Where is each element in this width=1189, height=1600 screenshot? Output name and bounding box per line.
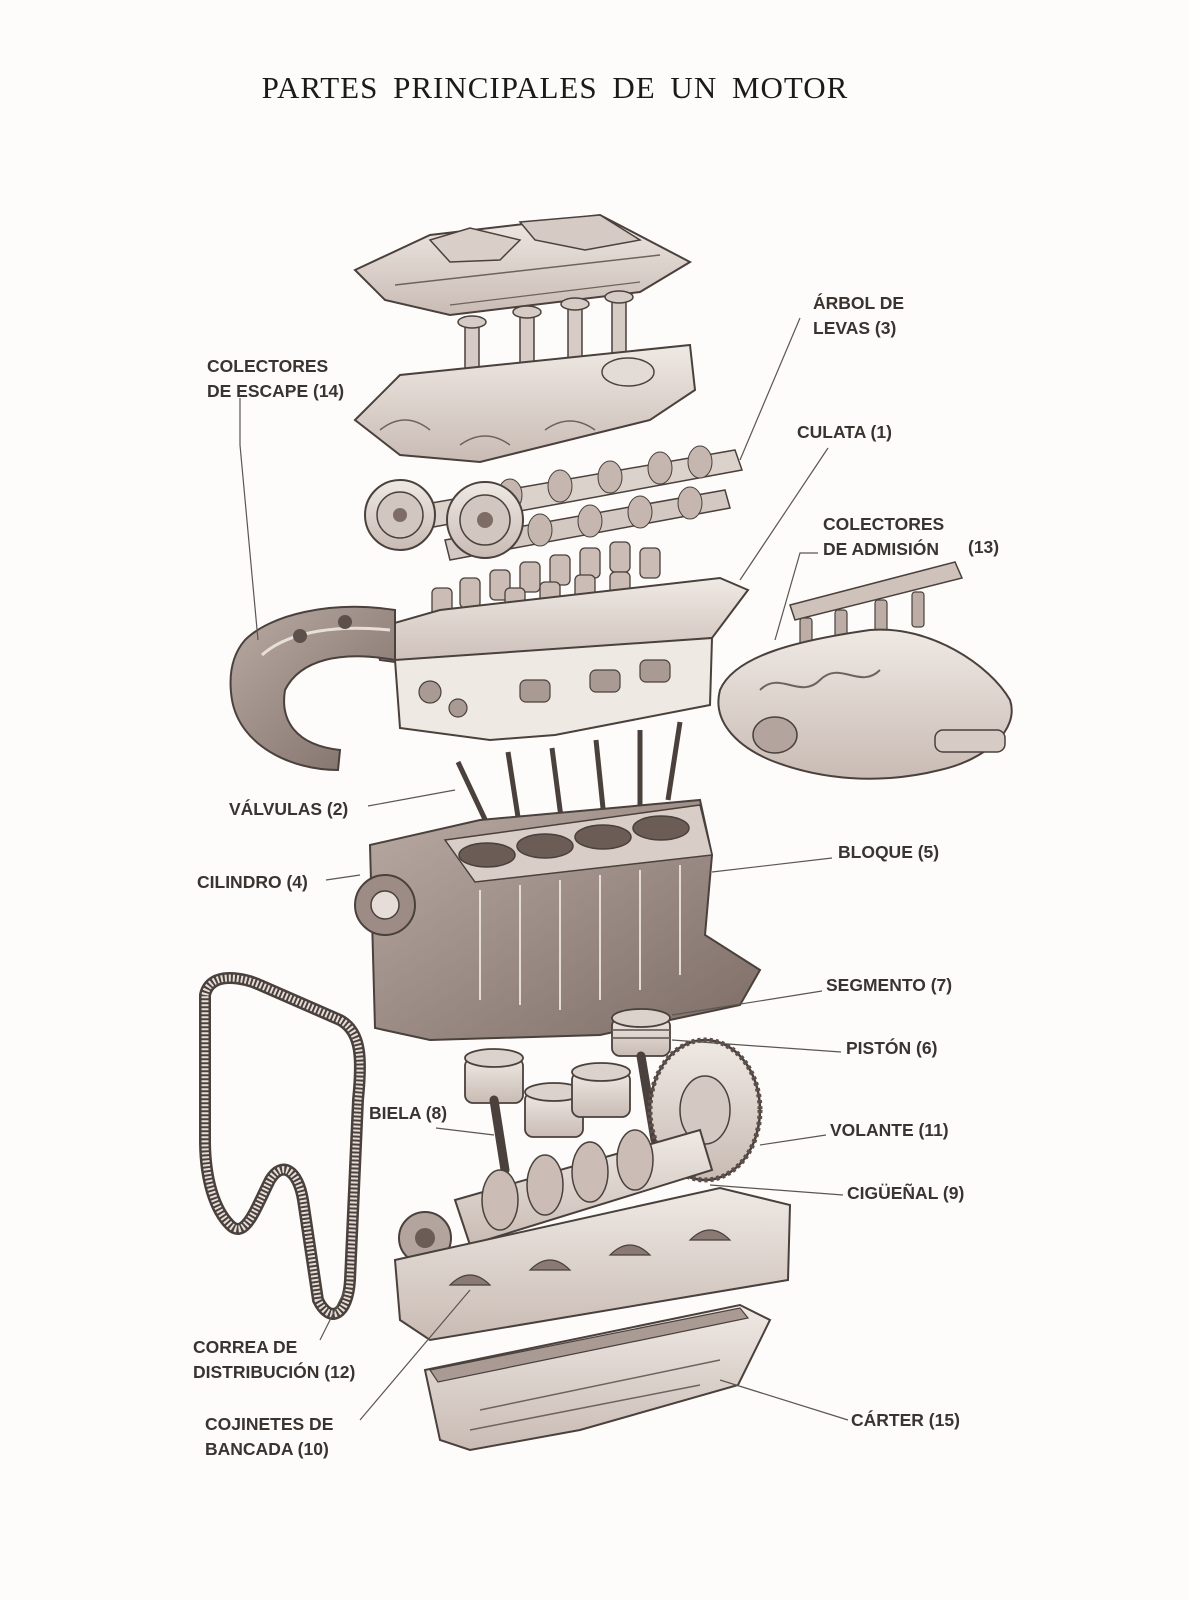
label-arbol-de-levas: ÁRBOL DE LEVAS (3) [813, 291, 904, 341]
label-volante-line1: VOLANTE (11) [830, 1120, 949, 1140]
label-escape-line1: COLECTORES [207, 356, 329, 376]
label-culata: CULATA (1) [797, 420, 892, 445]
label-arbol-line1: ÁRBOL DE [813, 293, 905, 313]
label-segmento: SEGMENTO (7) [826, 973, 952, 998]
ignition-coils [457, 290, 634, 387]
label-bloque: BLOQUE (5) [838, 840, 939, 865]
main-bearing-block [393, 1186, 792, 1342]
intake-manifold [717, 561, 1013, 780]
label-cojinetes-line1: COJINETES DE [205, 1414, 334, 1434]
label-bloque-line1: BLOQUE (5) [838, 842, 940, 862]
label-cilindro: CILINDRO (4) [197, 870, 308, 895]
leader-lines [239, 317, 849, 1421]
label-colectores-escape: COLECTORES DE ESCAPE (14) [207, 354, 344, 404]
page-title: PARTES PRINCIPALES DE UN MOTOR [261, 70, 849, 105]
valve-cover [353, 213, 693, 317]
label-valvulas-line1: VÁLVULAS (2) [229, 799, 349, 819]
cylinder-head [368, 576, 750, 742]
label-valvulas: VÁLVULAS (2) [229, 797, 348, 822]
label-segmento-line1: SEGMENTO (7) [826, 975, 953, 995]
pistons [464, 1008, 671, 1138]
label-admision-number: (13) [968, 537, 1000, 557]
timing-belt [199, 972, 367, 1320]
oil-pan [423, 1303, 772, 1452]
label-piston: PISTÓN (6) [846, 1036, 937, 1061]
label-admision-line2: DE ADMISIÓN [823, 539, 940, 559]
label-carter-line1: CÁRTER (15) [851, 1410, 960, 1430]
label-escape-line2: DE ESCAPE (14) [207, 381, 345, 401]
label-cojinetes-line2: BANCADA (10) [205, 1439, 329, 1459]
label-correa-line1: CORREA DE [193, 1337, 298, 1357]
label-arbol-line2: LEVAS (3) [813, 318, 897, 338]
label-admision-line1: COLECTORES [823, 514, 945, 534]
label-cojinetes-bancada: COJINETES DE BANCADA (10) [205, 1412, 333, 1462]
label-volante: VOLANTE (11) [830, 1118, 949, 1143]
label-culata-line1: CULATA (1) [797, 422, 892, 442]
label-cilindro-line1: CILINDRO (4) [197, 872, 308, 892]
label-ciguenal: CIGÜEÑAL (9) [847, 1181, 964, 1206]
label-piston-line1: PISTÓN (6) [846, 1038, 938, 1058]
label-correa-distribucion: CORREA DE DISTRIBUCIÓN (12) [193, 1335, 355, 1385]
label-biela: BIELA (8) [369, 1101, 447, 1126]
label-carter: CÁRTER (15) [851, 1408, 960, 1433]
exhaust-manifold [229, 605, 396, 772]
label-correa-line2: DISTRIBUCIÓN (12) [193, 1362, 356, 1382]
camshaft [364, 445, 743, 561]
label-ciguenal-line1: CIGÜEÑAL (9) [847, 1183, 965, 1203]
cam-cover [353, 343, 697, 464]
engine-block [354, 798, 762, 1042]
label-biela-line1: BIELA (8) [369, 1103, 448, 1123]
label-colectores-admision: COLECTORES DE ADMISIÓN [823, 512, 944, 562]
